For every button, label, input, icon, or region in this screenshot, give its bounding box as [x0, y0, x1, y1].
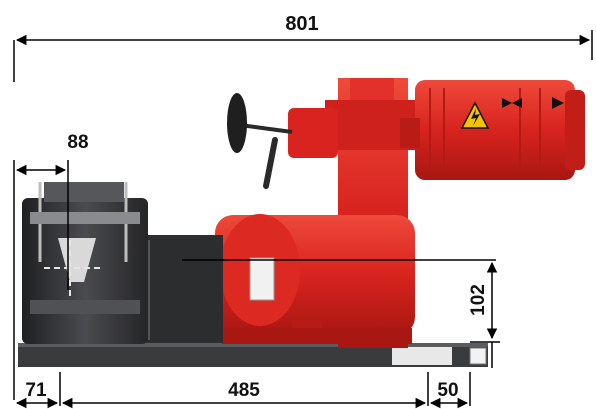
base-label [469, 347, 487, 365]
rotation-direction-icon [502, 97, 564, 109]
dimension-center-span-label: 485 [228, 380, 260, 401]
dimension-vise-width-label: 88 [67, 132, 88, 153]
drive-motor [415, 80, 585, 180]
nameplate [392, 347, 452, 365]
dimension-vise-width: 88 [13, 132, 89, 400]
pump-housing [215, 214, 415, 344]
dimension-overall-label: 801 [285, 13, 318, 35]
dimension-bottom-chain: 71 485 50 [15, 372, 471, 409]
dimension-center-height: 102 [182, 259, 500, 368]
pipe-vise [22, 182, 148, 344]
dimension-overall: 801 [13, 13, 593, 82]
dimension-center-height-label: 102 [468, 284, 489, 316]
dimension-right-offset-label: 50 [437, 380, 458, 401]
handwheel [227, 93, 293, 189]
dimension-left-offset-label: 71 [25, 380, 47, 401]
high-voltage-warning-icon [460, 101, 490, 129]
base-plate [18, 343, 488, 367]
coupling-guard [143, 235, 223, 343]
